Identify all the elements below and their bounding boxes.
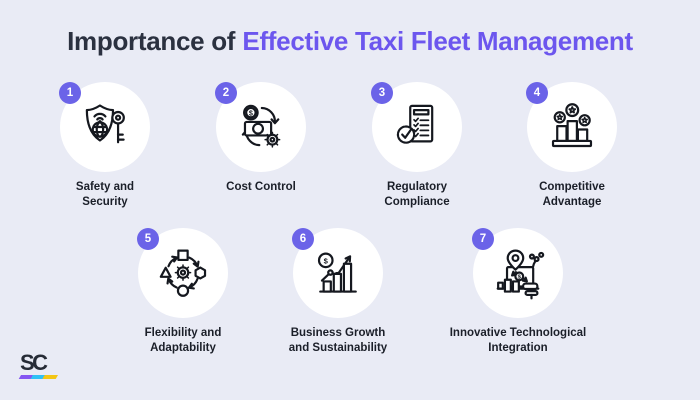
item-safety-security: 1 Safety and Security [30,82,180,210]
podium-stars-icon [551,103,593,148]
brand-logo-underline [18,375,59,379]
item-icon-circle: 1 [59,82,150,172]
brand-logo-text: SC [20,350,48,375]
item-number-badge: 5 [137,228,159,250]
item-label: Cost Control [226,181,296,193]
item-cost-control: 2 $ Cost Control [186,82,336,195]
cycle-shapes-gear-icon [159,249,207,297]
item-icon-circle: 7 $ [472,228,563,318]
item-icon-circle: 4 [526,82,617,172]
item-number-badge: 1 [59,82,81,104]
item-number-badge: 3 [371,82,393,104]
item-number-badge: 7 [472,228,494,250]
item-competitive-advantage: 4 Competitive Advantage [497,82,647,210]
growth-chart-icon: $ [317,252,357,293]
item-label: Regulatory Compliance [384,181,450,208]
item-icon-circle: 5 [137,228,228,318]
item-label: Flexibility and Adaptability [144,327,222,354]
item-regulatory-compliance: 3 Regulatory Compliance [342,82,492,210]
item-label: Innovative Technological Integration [449,327,587,354]
item-label: Safety and Security [75,181,135,208]
item-number-badge: 6 [292,228,314,250]
item-icon-circle: 2 $ [215,82,306,172]
item-business-growth: 6 $ Business Growth and Sustainability [253,228,423,356]
item-number-badge: 2 [215,82,237,104]
smart-fleet-tech-icon: $ [496,249,545,300]
checklist-document-icon [396,104,434,144]
brand-logo: SC [18,350,70,379]
item-icon-circle: 6 $ [292,228,383,318]
item-number-badge: 4 [526,82,548,104]
money-cycle-gear-icon: $ [241,104,281,148]
svg-text:$: $ [324,256,329,265]
item-label: Competitive Advantage [539,181,605,208]
shield-globe-key-icon [85,104,125,144]
item-label: Business Growth and Sustainability [288,327,388,354]
svg-text:$: $ [249,109,253,117]
page-title-prefix: Importance of [67,26,236,56]
item-flexibility-adaptability: 5 Flexibility and Adaptability [108,228,258,356]
item-innovative-integration: 7 $ [403,228,633,356]
svg-text:$: $ [518,275,522,281]
item-icon-circle: 3 [371,82,462,172]
page-title-highlight: Effective Taxi Fleet Management [242,26,633,56]
